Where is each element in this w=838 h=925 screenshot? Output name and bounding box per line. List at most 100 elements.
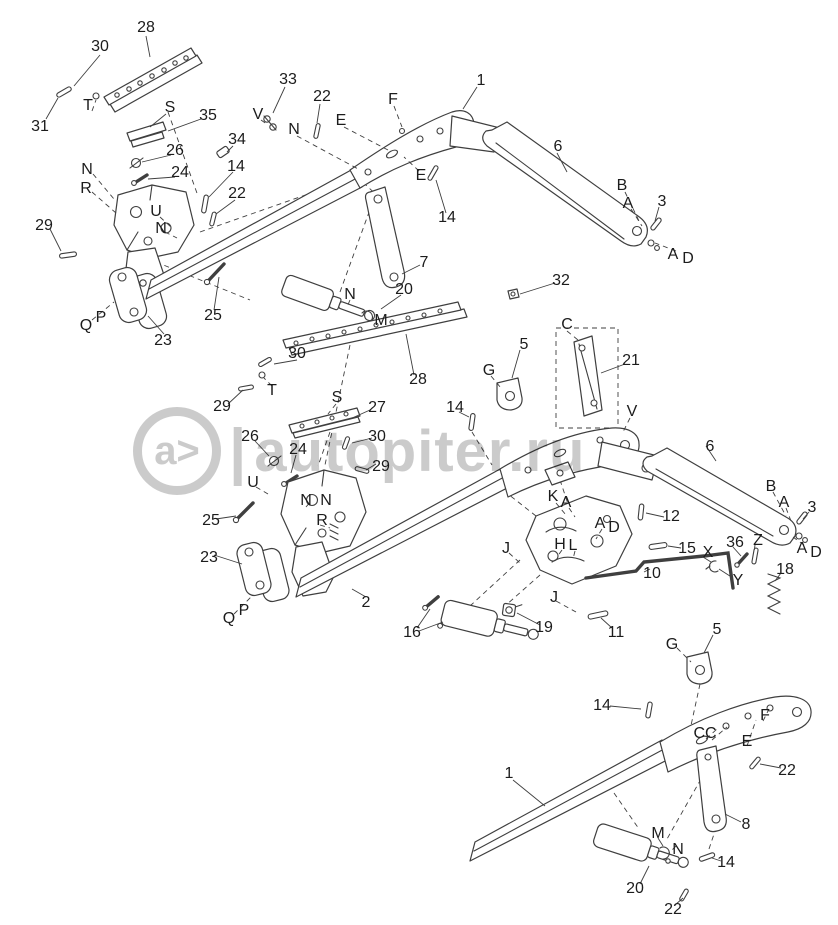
part-label: N [344, 286, 356, 303]
part-label: 28 [137, 19, 155, 36]
part-label: Y [732, 572, 744, 589]
assembly-middle [213, 301, 810, 640]
part-label: T [267, 382, 277, 399]
part-label: V [252, 106, 264, 123]
part-label: 30 [288, 345, 306, 362]
part-label: M [374, 312, 388, 329]
part-label: 7 [419, 254, 429, 271]
construction-lines-middle [317, 344, 571, 607]
part-label: C [561, 316, 573, 333]
clamp-19 [501, 602, 523, 618]
part-label: 16 [403, 624, 421, 641]
clamp-26-top [129, 157, 144, 169]
part-label: D [682, 250, 694, 267]
mounting-rail-28-mid [282, 301, 468, 356]
part-label: N [288, 121, 300, 138]
part-label: A [594, 515, 606, 532]
gauge-bar-21 [555, 327, 619, 429]
assembly-top [45, 35, 677, 335]
part-label: N [320, 492, 332, 509]
part-label: 5 [519, 336, 529, 353]
clip-33 [263, 115, 277, 131]
part-label: M [651, 825, 665, 842]
part-label: P [95, 309, 107, 326]
pin-11 [587, 610, 609, 620]
part-label: 35 [199, 107, 217, 124]
pin-22-top-a [313, 123, 321, 139]
part-label: N [155, 220, 167, 237]
part-label: 1 [504, 765, 514, 782]
bracket-5-mid [496, 377, 523, 411]
part-label: 25 [204, 307, 222, 324]
assembly-bottom [469, 634, 812, 906]
pin-22-bottom-b [679, 888, 689, 902]
pin-14-bottom-a [645, 701, 653, 719]
part-label: H [554, 536, 566, 553]
pin-29-top [59, 251, 77, 259]
lift-rod-10 [584, 551, 735, 590]
bracket-5-bottom [686, 651, 713, 685]
pin-14-bottom-b [698, 852, 716, 862]
part-label: E [335, 112, 347, 129]
part-label: A [667, 246, 679, 263]
part-label: U [150, 203, 162, 220]
pin-22-top-b [209, 211, 217, 227]
part-label: 22 [313, 88, 331, 105]
bolt-25-mid [232, 501, 255, 524]
leader-lines-middle [213, 330, 810, 632]
part-label: U [247, 474, 259, 491]
spacer-34 [216, 145, 230, 159]
part-label: Q [222, 610, 236, 627]
part-label: 1 [476, 72, 486, 89]
part-label: A [778, 494, 790, 511]
part-label: K [547, 488, 559, 505]
clamp-26-mid [267, 455, 282, 467]
part-label: A [796, 540, 808, 557]
part-label: 14 [446, 399, 464, 416]
boom-1-top [145, 110, 475, 300]
part-label: 26 [166, 142, 184, 159]
part-label: 3 [657, 193, 667, 210]
washer-T-mid [258, 371, 266, 379]
part-label: J [502, 540, 510, 557]
lift-arm-6-mid [642, 447, 797, 546]
part-label: 19 [535, 619, 553, 636]
pin-3-mid [796, 511, 808, 525]
part-label: R [80, 180, 92, 197]
link-plate-7 [364, 186, 406, 289]
part-label: 27 [368, 399, 386, 416]
part-label: 25 [202, 512, 220, 529]
part-label: 29 [35, 217, 53, 234]
pin-12 [637, 503, 645, 521]
part-label: 26 [241, 428, 259, 445]
part-label: B [616, 177, 628, 194]
pivot-plates-23-mid [236, 541, 290, 603]
washer-top-a [647, 239, 655, 247]
part-label: N [81, 161, 93, 178]
part-label: 30 [368, 428, 386, 445]
part-label: 24 [289, 441, 307, 458]
part-label: 29 [213, 398, 231, 415]
part-label: 23 [200, 549, 218, 566]
part-label: 3 [807, 499, 817, 516]
part-label: 24 [171, 164, 189, 181]
mounting-rail-28-top [103, 47, 203, 113]
bolt-36 [734, 552, 749, 568]
washer-T-top [92, 92, 100, 100]
pin-29-mid-a [238, 384, 254, 392]
pin-30-mid-b [341, 436, 351, 450]
part-label: S [164, 99, 176, 116]
part-label: 23 [154, 332, 172, 349]
part-label: 10 [643, 565, 661, 582]
part-label: G [482, 362, 496, 379]
part-label: E [741, 733, 753, 750]
pin-22-bottom-a [749, 756, 761, 770]
part-label: 11 [607, 624, 625, 641]
part-label: N [672, 841, 684, 858]
pin-14-top-b [427, 165, 439, 181]
strip-27 [288, 407, 361, 439]
construction-lines-bottom [613, 683, 716, 850]
part-label: 32 [552, 272, 570, 289]
part-label: 6 [705, 438, 715, 455]
part-label: 21 [622, 352, 640, 369]
